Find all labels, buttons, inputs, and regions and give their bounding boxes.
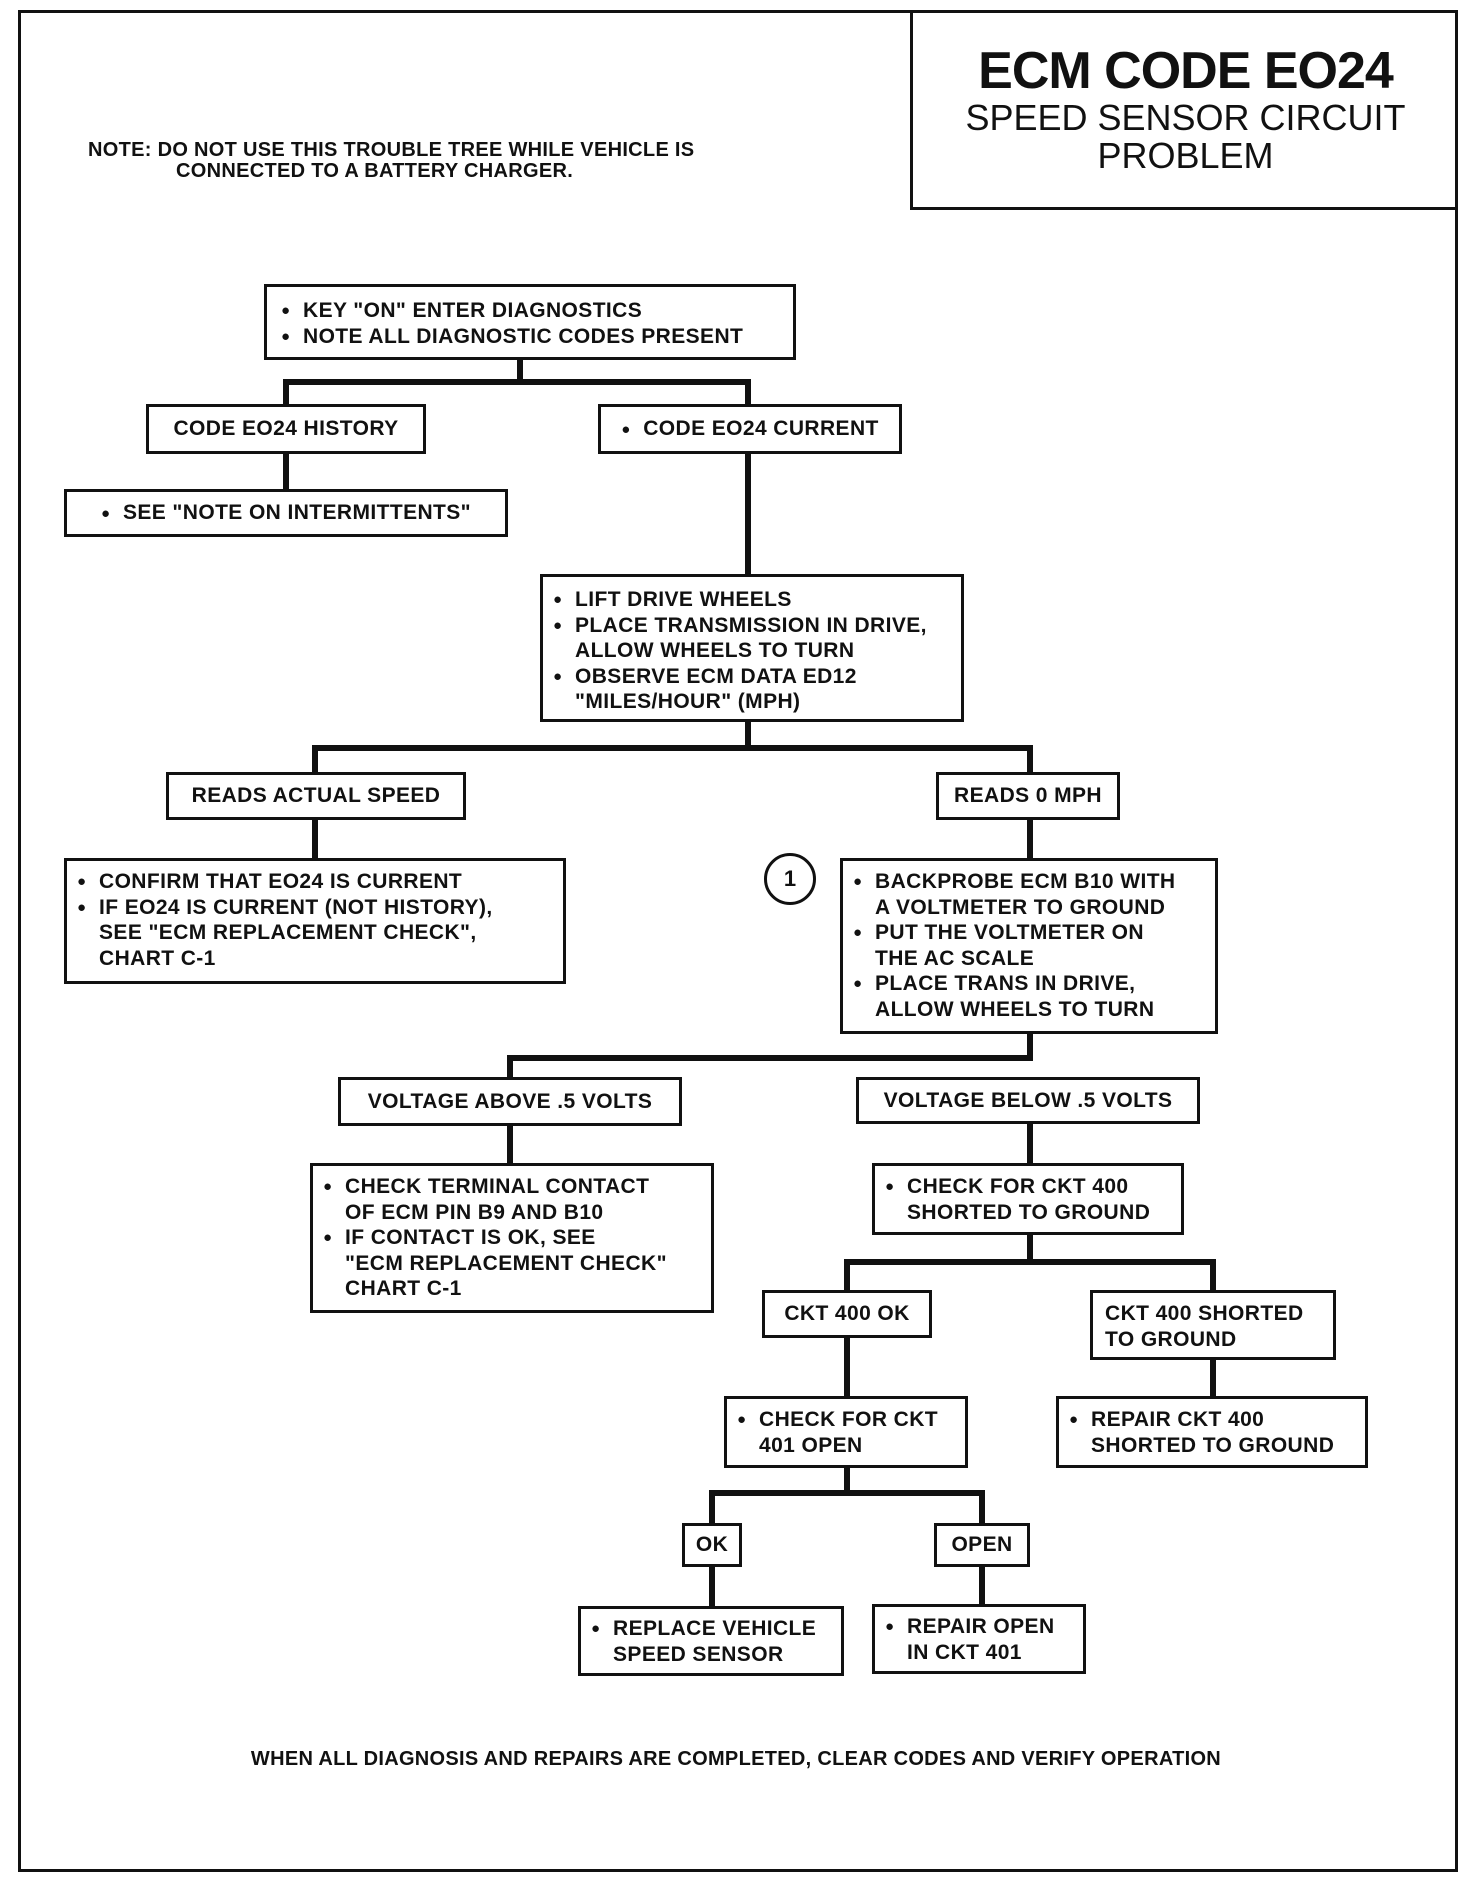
node-reads-0-mph: READS 0 MPH — [936, 772, 1120, 820]
node-voltage-above: VOLTAGE ABOVE .5 VOLTS — [338, 1077, 682, 1126]
note-line-2: CONNECTED TO A BATTERY CHARGER. — [176, 160, 574, 182]
bullet-icon: ● — [737, 1411, 747, 1428]
bullet-icon: ● — [77, 898, 87, 916]
node-code-history: CODE EO24 HISTORY — [146, 404, 426, 454]
footer-instruction: WHEN ALL DIAGNOSIS AND REPAIRS ARE COMPL… — [250, 1748, 1222, 1770]
node-ckt400-shorted: CKT 400 SHORTED TO GROUND — [1090, 1290, 1336, 1360]
list-item: ●REPLACE VEHICLE SPEED SENSOR — [591, 1617, 817, 1666]
list-item: ●REPAIR CKT 400 SHORTED TO GROUND — [1069, 1408, 1335, 1457]
bullet-icon: ● — [553, 616, 563, 634]
bullet-icon: ● — [77, 873, 87, 890]
node-lift-wheels: ●LIFT DRIVE WHEELS ●PLACE TRANSMISSION I… — [540, 574, 964, 722]
connector-ckt400 — [844, 1232, 1216, 1293]
bullet-icon: ● — [591, 1620, 601, 1637]
list-item: ●PUT THE VOLTMETER ON THE AC SCALE — [853, 921, 1144, 970]
bullet-icon: ● — [553, 667, 563, 685]
node-repair-ckt400: ●REPAIR CKT 400 SHORTED TO GROUND — [1056, 1396, 1368, 1468]
node-check-ckt400: ●CHECK FOR CKT 400 SHORTED TO GROUND — [872, 1163, 1184, 1235]
list-item: ●LIFT DRIVE WHEELS — [553, 588, 792, 611]
bullet-icon: ● — [885, 1618, 895, 1635]
step-marker: 1 — [764, 853, 816, 905]
node-intermittents: ●SEE "NOTE ON INTERMITTENTS" — [64, 489, 508, 537]
node-ok: OK — [682, 1523, 742, 1567]
list-item: ●CONFIRM THAT EO24 IS CURRENT — [77, 870, 463, 893]
node-replace-sensor: ●REPLACE VEHICLE SPEED SENSOR — [578, 1606, 844, 1676]
list-item: ●OBSERVE ECM DATA ED12 "MILES/HOUR" (MPH… — [553, 664, 857, 714]
chart-frame — [18, 10, 1458, 1872]
list-item: ●NOTE ALL DIAGNOSTIC CODES PRESENT — [281, 324, 744, 348]
node-repair-open: ●REPAIR OPEN IN CKT 401 — [872, 1604, 1086, 1674]
connector-lift — [312, 719, 1033, 775]
list-item: ●KEY "ON" ENTER DIAGNOSTICS — [281, 299, 643, 322]
list-item: ●BACKPROBE ECM B10 WITH A VOLTMETER TO G… — [853, 870, 1176, 919]
list-item: ●CHECK FOR CKT 401 OPEN — [737, 1408, 939, 1457]
bullet-icon: ● — [553, 591, 563, 608]
node-check-terminal: ●CHECK TERMINAL CONTACT OF ECM PIN B9 AN… — [310, 1163, 714, 1313]
list-item: ●PLACE TRANS IN DRIVE, ALLOW WHEELS TO T… — [853, 972, 1155, 1021]
list-item: ●CHECK FOR CKT 400 SHORTED TO GROUND — [885, 1175, 1151, 1224]
node-open: OPEN — [934, 1523, 1030, 1567]
node-check-ckt401: ●CHECK FOR CKT 401 OPEN — [724, 1396, 968, 1468]
note-line-1: NOTE: DO NOT USE THIS TROUBLE TREE WHILE… — [88, 139, 695, 161]
page-title: ECM CODE EO24 — [978, 41, 1394, 100]
list-item: ●IF CONTACT IS OK, SEE "ECM REPLACEMENT … — [323, 1226, 667, 1300]
list-item: ●IF EO24 IS CURRENT (NOT HISTORY), SEE "… — [77, 895, 493, 970]
charger-note: NOTE: DO NOT USE THIS TROUBLE TREE WHILE… — [88, 140, 888, 182]
bullet-icon: ● — [1069, 1411, 1079, 1428]
node-start: ●KEY "ON" ENTER DIAGNOSTICS ●NOTE ALL DI… — [264, 284, 796, 360]
list-item: ●REPAIR OPEN IN CKT 401 — [885, 1615, 1055, 1664]
bullet-icon: ● — [323, 1178, 333, 1195]
bullet-icon: ● — [621, 420, 631, 438]
node-backprobe: ●BACKPROBE ECM B10 WITH A VOLTMETER TO G… — [840, 858, 1218, 1034]
bullet-icon: ● — [853, 873, 863, 890]
page-subtitle: SPEED SENSOR CIRCUIT PROBLEM — [965, 96, 1406, 176]
node-voltage-below: VOLTAGE BELOW .5 VOLTS — [856, 1077, 1200, 1124]
bullet-icon: ● — [323, 1229, 333, 1246]
list-item: ●CHECK TERMINAL CONTACT OF ECM PIN B9 AN… — [323, 1175, 650, 1224]
bullet-icon: ● — [281, 302, 291, 319]
connector-backprobe — [507, 1031, 1033, 1080]
bullet-icon: ● — [885, 1178, 895, 1195]
bullet-icon: ● — [100, 504, 111, 522]
title-box: ECM CODE EO24 SPEED SENSOR CIRCUIT PROBL… — [910, 10, 1458, 210]
node-confirm-current: ●CONFIRM THAT EO24 IS CURRENT ●IF EO24 I… — [64, 858, 566, 984]
list-item: ●PLACE TRANSMISSION IN DRIVE, ALLOW WHEE… — [553, 613, 927, 663]
node-reads-actual-speed: READS ACTUAL SPEED — [166, 772, 466, 820]
bullet-icon: ● — [853, 924, 863, 941]
bullet-icon: ● — [853, 975, 863, 992]
node-code-current: ●CODE EO24 CURRENT — [598, 404, 902, 454]
node-ckt400-ok: CKT 400 OK — [762, 1290, 932, 1338]
connector-start — [283, 357, 751, 419]
bullet-icon: ● — [281, 327, 291, 345]
connector-ckt401 — [709, 1465, 985, 1526]
